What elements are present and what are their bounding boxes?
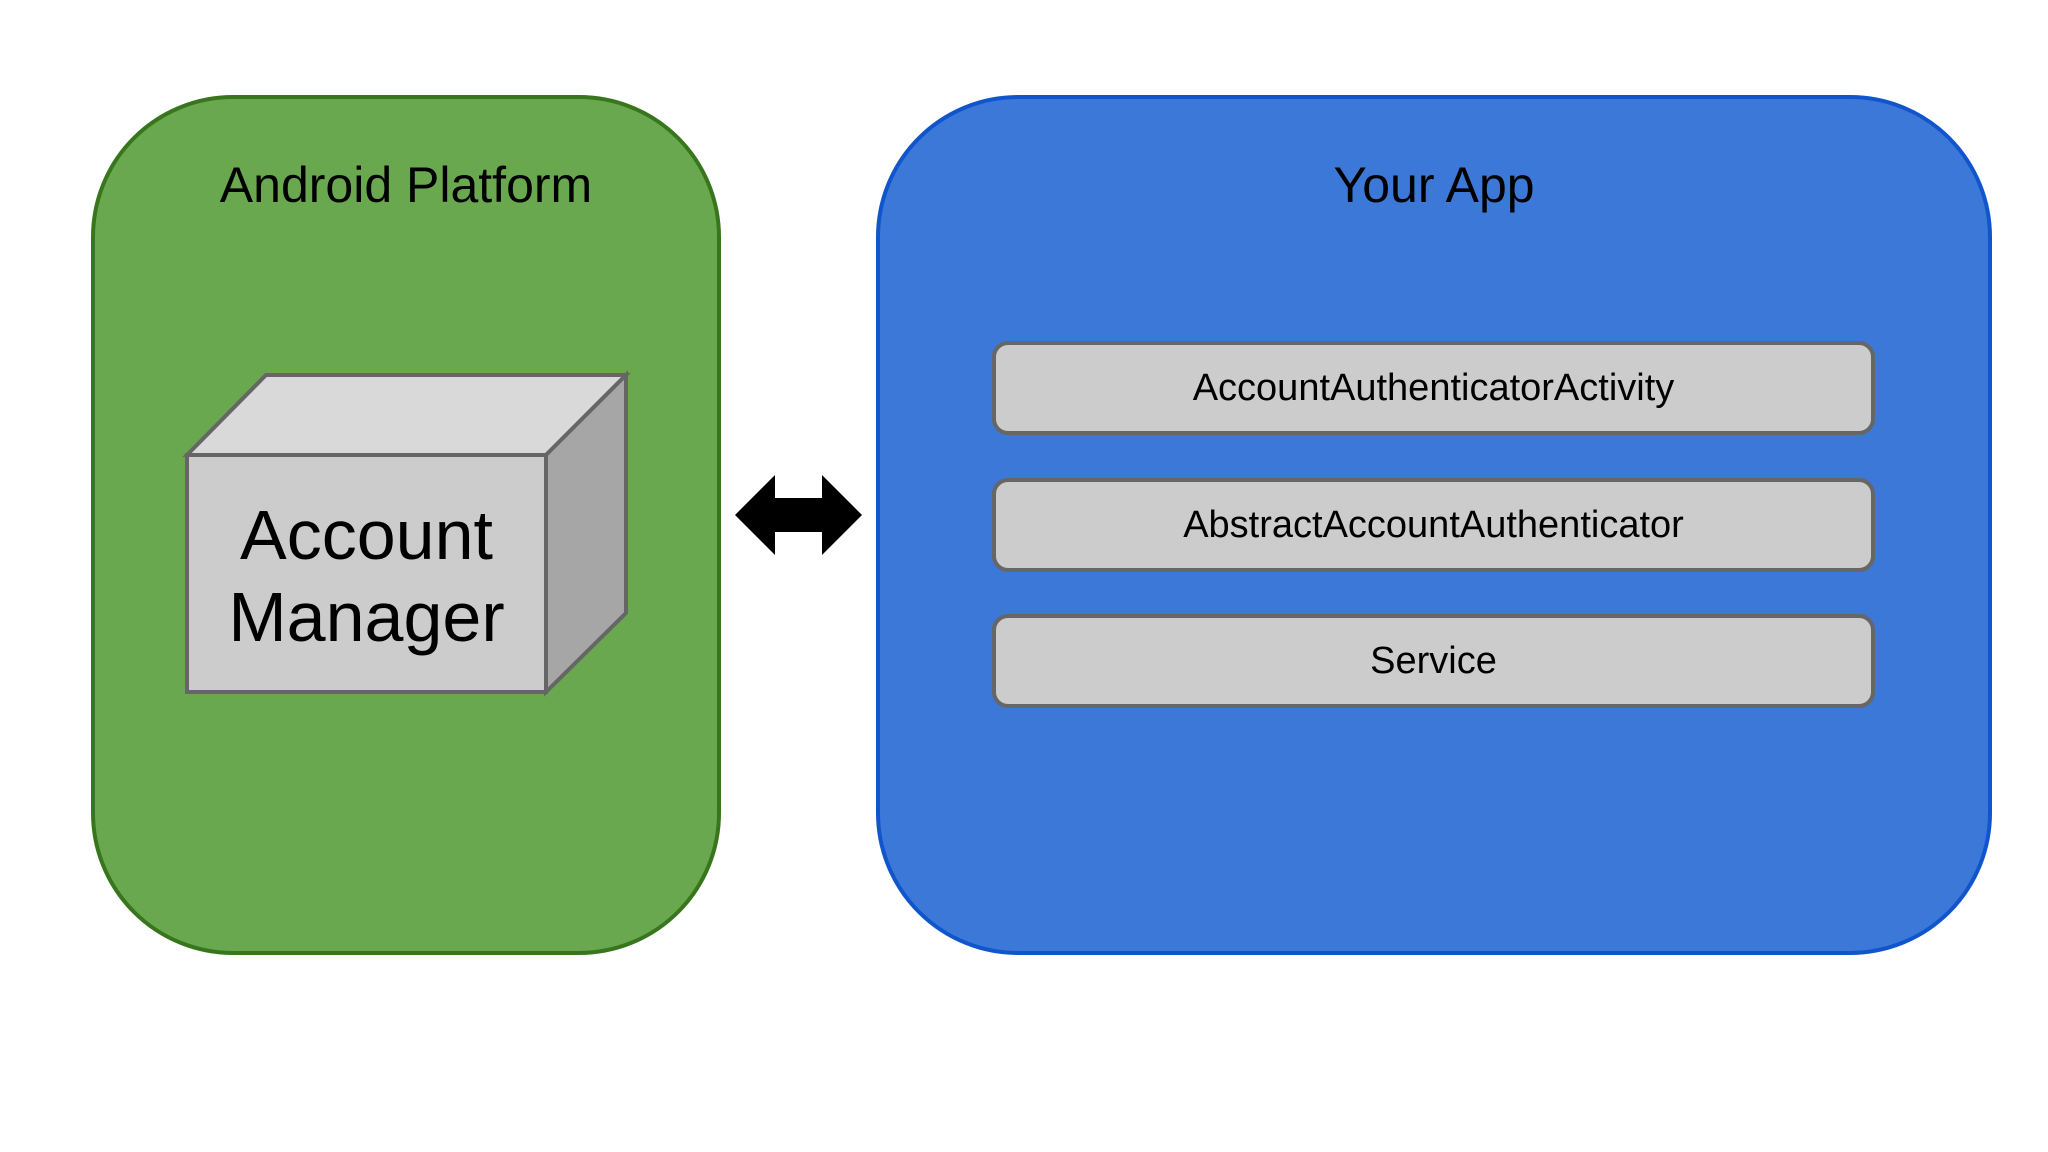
service-box: Service	[992, 614, 1875, 708]
account-authenticator-activity-box: AccountAuthenticatorActivity	[992, 341, 1875, 435]
android-platform-title: Android Platform	[219, 157, 593, 213]
your-app-title: Your App	[1333, 157, 1535, 213]
abstract-account-authenticator-box: AbstractAccountAuthenticator	[992, 478, 1875, 572]
account-manager-label: Account Manager	[187, 494, 546, 658]
account-manager-label-line2: Manager	[228, 578, 505, 656]
cube-front-face	[185, 453, 548, 694]
account-manager-label-line1: Account	[240, 496, 493, 574]
